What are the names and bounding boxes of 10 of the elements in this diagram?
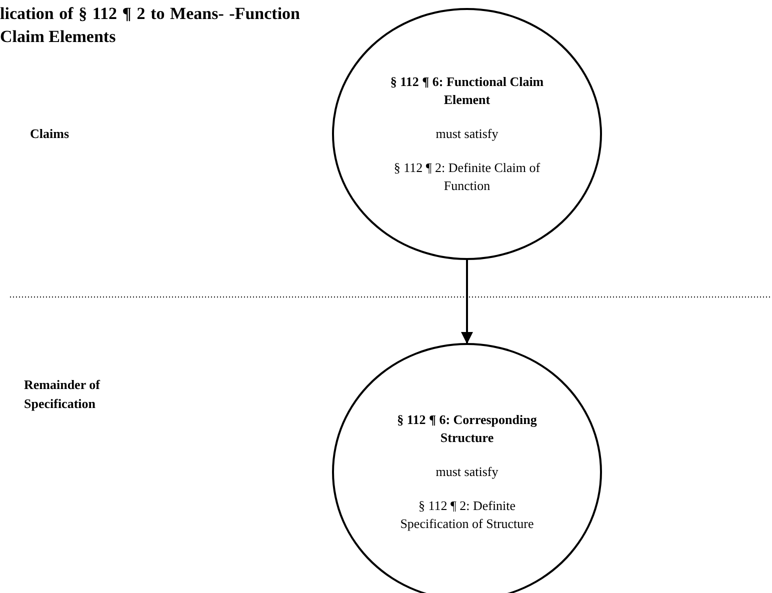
node-text: § 112 ¶ 6: Functional Claim Element [389, 73, 545, 109]
region-label: Remainder of Specification [24, 376, 102, 413]
node-text: § 112 ¶ 6: Corresponding Structure [396, 411, 538, 447]
relation-text: must satisfy [434, 125, 500, 143]
arrow [461, 260, 473, 344]
region-label: Claims [30, 125, 70, 143]
relation-text: must satisfy [434, 463, 500, 481]
node-text: § 112 ¶ 2: Definite Specification of Structure [399, 497, 535, 533]
node-text: § 112 ¶ 2: Definite Claim of Function [392, 159, 542, 195]
title: lication of § 112 ¶ 2 to Means- -Function Claim Elements [0, 3, 300, 48]
